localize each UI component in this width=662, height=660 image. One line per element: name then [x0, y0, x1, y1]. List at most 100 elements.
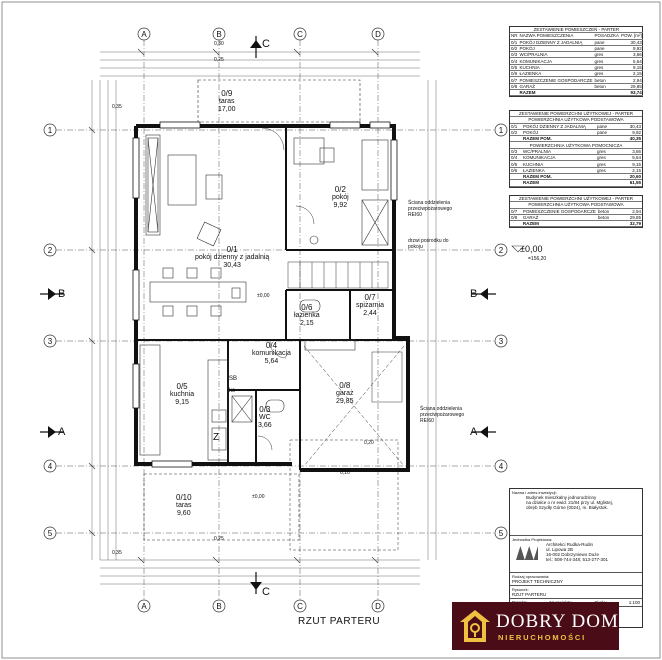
axis-label-4-left: 4	[47, 462, 53, 471]
section-b-left: B	[58, 288, 66, 300]
axis-label-d-top: D	[375, 30, 381, 39]
axis-label-2-left: 2	[47, 246, 53, 255]
cell: 0/7	[510, 76, 519, 84]
title-block-text: na działce o nr ewid. 21/84 przy ul. Mgl…	[526, 500, 614, 505]
cell: pane	[596, 123, 620, 130]
title-block-designer: Jednostka Projektowa: Architekci Rudka-R…	[510, 536, 642, 573]
cell: WC/PRALNIA	[522, 148, 596, 156]
axis-label-3-right: 3	[498, 337, 504, 346]
axis-label-b-bottom: B	[216, 602, 222, 611]
cell: POKÓJ	[522, 129, 596, 137]
dim-label: 0,10	[340, 470, 350, 476]
cell: KUCHNIA	[518, 64, 594, 72]
cell: KOMUNIKACJA	[518, 57, 594, 65]
cell: POKÓJ	[518, 45, 594, 53]
cell: 2,15	[620, 70, 643, 78]
sum-value: 61,55	[620, 179, 642, 187]
sum-label: RAZEM	[518, 89, 594, 97]
door-note: drzwi pośrodku do pokoju	[408, 238, 449, 250]
cell: 3,66	[620, 148, 642, 156]
usable-area-table: ZESTAWIENIE POWIERZCHNI UŻYTKOWEJ - PART…	[509, 110, 643, 188]
room-name: spiżarnia	[356, 302, 385, 309]
section-c-bottom: C	[262, 586, 270, 598]
axis-label-4-right: 4	[498, 462, 504, 471]
cell: 9,15	[620, 160, 642, 168]
cell: GARAŻ	[521, 214, 597, 222]
room-label-0-7: 0/7 spiżarnia 2,44	[356, 294, 384, 318]
cell: gres	[596, 154, 620, 162]
cell: POKÓJ DZIENNY Z JADALNIĄ	[518, 39, 594, 46]
dim-label: 0,25	[214, 57, 224, 63]
title-block-label: Rodzaj opracowania:	[512, 574, 550, 579]
cell: 0/4	[510, 154, 522, 162]
furniture	[139, 134, 389, 461]
title-block-investment: Nazwa i adres inwestycji: Budynek mieszk…	[510, 489, 642, 536]
axis-label-1-right: 1	[498, 126, 504, 135]
house-icon	[460, 610, 490, 642]
table-header: POSADZKA	[593, 32, 621, 40]
room-label-0-2: 0/2 pokój 9,92	[332, 186, 349, 210]
cell: POMIESZCZENIE GOSPODARCZE	[521, 208, 597, 215]
table-subheader: POWIERZCHNIA UŻYTKOWA PODSTAWOWA	[510, 116, 642, 124]
dim-label: 0,25	[214, 536, 224, 542]
room-id: 0/2	[334, 185, 346, 194]
section-b-right: B	[470, 288, 478, 300]
axis-label-3-left: 3	[47, 337, 53, 346]
room-area: 9,92	[333, 202, 348, 209]
dim-label: 0,30	[214, 41, 224, 47]
cell: 9,92	[620, 45, 643, 53]
room-name: garaż	[336, 390, 354, 397]
brand-name: DOBRY DOM	[496, 611, 619, 632]
cell: 0/7	[510, 208, 522, 215]
cell: beton	[596, 214, 621, 222]
cell: 9,15	[620, 64, 643, 72]
cell: POMIESZCZENIE GOSPODARCZE	[518, 76, 594, 84]
room-name: taras	[218, 98, 235, 105]
room-id: 0/8	[339, 381, 351, 390]
cell: pane	[593, 39, 621, 46]
table-header: NR	[510, 32, 519, 40]
kitchen-label-sb: SB	[229, 376, 238, 382]
sum-label: RAZEM POM.	[522, 135, 596, 143]
title-block-text: obręb Szydły Górne (0024), m. Białystok.	[526, 505, 609, 510]
cell: beton	[593, 83, 621, 90]
kitchen-label-ks: ks	[229, 388, 235, 394]
cell: 9,92	[620, 129, 642, 137]
table-subheader: POWIERZCHNIA UŻYTKOWA PODSTAWOWA	[510, 201, 642, 209]
axis-label-a-bottom: A	[141, 602, 147, 611]
cell: gres	[596, 160, 620, 168]
rooms-table: ZESTAWIENIE POMIESZCZEŃ - PARTER NR NAZW…	[509, 26, 643, 98]
room-id: 0/9	[221, 89, 233, 98]
room-id: 0/7	[364, 293, 376, 302]
brand-logo: DOBRY DOM NIERUCHOMOŚCI	[452, 602, 619, 650]
dim-label: 0,20	[364, 440, 374, 446]
room-name: pokój dzienny z jadalnią	[195, 254, 270, 261]
level-sub: =156,20	[528, 256, 547, 262]
cell: 0/2	[510, 45, 519, 53]
room-id: 0/4	[265, 341, 278, 350]
room-id: 0/6	[301, 303, 313, 312]
cell: 0/8	[510, 83, 519, 90]
title-block-label: Jednostka Projektowa:	[512, 537, 553, 542]
sum-label: RAZEM POM.	[522, 173, 596, 181]
room-id: 0/1	[226, 245, 238, 254]
table-header: POW. [m²]	[620, 32, 643, 40]
cell: 0/4	[510, 57, 519, 65]
title-block-text: 16-002 Dobrzyniewo Duże	[546, 552, 600, 557]
kitchen-label-z: Z	[213, 432, 220, 443]
cell: 0/3	[510, 148, 522, 156]
cell: gres	[593, 57, 621, 65]
title-block-text: PROJEKT TECHNICZNY	[512, 579, 563, 584]
cell: beton	[593, 76, 621, 84]
title-block-text: ul. Lipowa 2B	[546, 547, 574, 552]
cell: 0/1	[510, 123, 522, 130]
axis-label-b-top: B	[216, 30, 222, 39]
cell: 0/3	[510, 51, 519, 59]
